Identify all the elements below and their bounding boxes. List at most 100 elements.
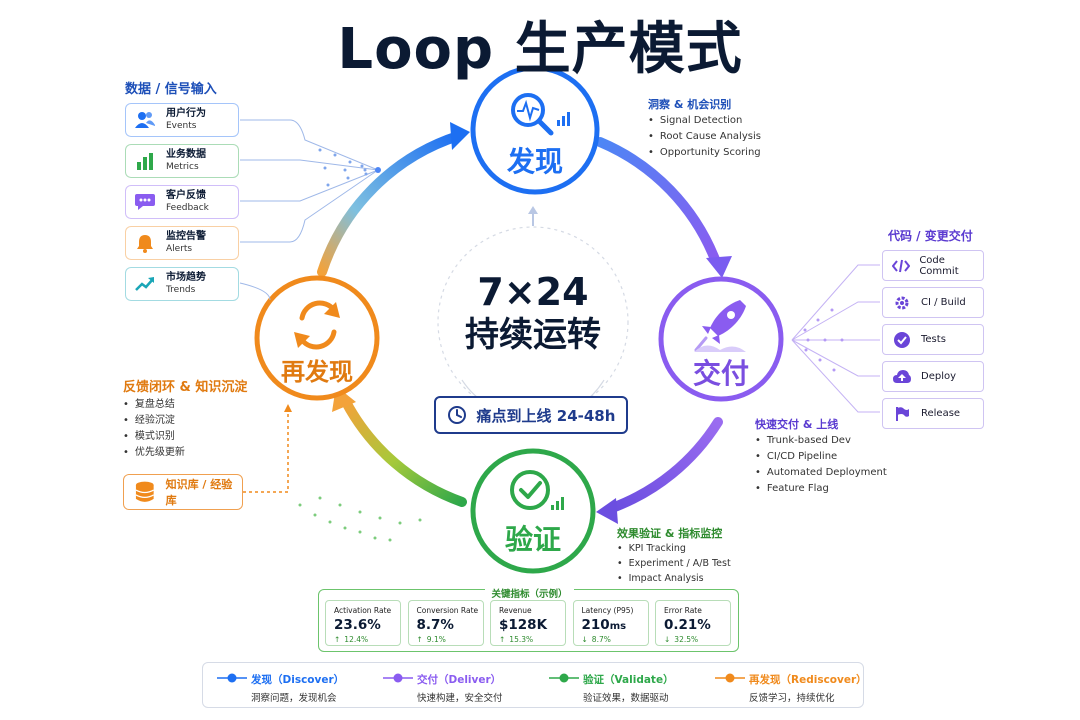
delivery-step-label: Tests	[921, 334, 946, 345]
kpi-title: 关键指标（示例）	[485, 589, 574, 600]
delivery-step-label: Release	[921, 408, 961, 419]
center-sub: 持续运转	[465, 315, 601, 355]
delivery-step-card[interactable]: Code Commit	[882, 250, 984, 281]
list-item: 模式识别	[123, 429, 185, 445]
legend-marker	[549, 673, 579, 683]
node-discover-circle	[470, 65, 600, 195]
legend-title: 交付（Deliver）	[417, 674, 502, 686]
page-title: Loop 生产模式	[337, 17, 743, 82]
kpi-card: Revenue $128K ↑15.3%	[490, 600, 566, 646]
arc-discover-to-deliver	[595, 137, 721, 267]
kpi-card: Latency (P95) 210ms ↓8.7%	[572, 600, 649, 646]
deliver-notes-title: 快速交付 & 上线	[755, 418, 839, 431]
input-card[interactable]: 客户反馈 Feedback	[125, 185, 239, 219]
legend: 发现（Discover）洞察问题，发现机会交付（Deliver）快速构建，安全交…	[202, 662, 867, 708]
node-validate-circle	[470, 448, 596, 574]
arc-rediscover-to-discover	[317, 131, 463, 277]
legend-desc: 快速构建，安全交付	[417, 693, 503, 704]
kpi-delta: ↑12.4%	[334, 635, 368, 644]
knowledge-base-label: 知识库 / 经验库	[165, 478, 233, 507]
node-deliver-label: 交付	[692, 357, 749, 390]
legend-desc: 验证效果，数据驱动	[583, 693, 669, 704]
chat-bubble-icon	[130, 187, 160, 217]
input-card-label: 用户行为	[166, 108, 206, 119]
list-item: Signal Detection	[648, 113, 761, 129]
list-item: Experiment / A/B Test	[617, 556, 731, 571]
input-dots	[318, 148, 381, 187]
delivery-step-label: CI / Build	[921, 297, 966, 308]
kpi-name: Conversion Rate	[416, 606, 479, 615]
kpi-card: Error Rate 0.21% ↓32.5%	[655, 600, 731, 646]
delivery-step-card[interactable]: Tests	[882, 324, 984, 355]
kpi-name: Latency (P95)	[581, 606, 634, 615]
input-card[interactable]: 监控告警 Alerts	[125, 226, 239, 260]
legend-marker	[715, 673, 745, 683]
input-card[interactable]: 用户行为 Events	[125, 103, 239, 137]
kpi-value-number: 8.7%	[416, 617, 454, 633]
node-rediscover-label: 再发现	[281, 358, 353, 386]
rediscover-notes-title: 反馈闭环 & 知识沉淀	[123, 380, 248, 395]
kpi-delta-value: 12.4%	[344, 635, 369, 644]
rediscover-notes-list: 复盘总结 经验沉淀 模式识别 优先级更新	[123, 397, 185, 461]
validate-notes-title: 效果验证 & 指标监控	[617, 527, 723, 540]
arrowhead-discover	[450, 122, 470, 150]
input-card-sublabel: Feedback	[166, 203, 209, 213]
refresh-icon	[294, 300, 340, 350]
center-big: 7×24	[477, 270, 589, 314]
input-card-sublabel: Trends	[166, 285, 196, 295]
delivery-step-label: Code Commit	[919, 254, 959, 277]
knowledge-base-card[interactable]: 知识库 / 经验库	[123, 474, 243, 510]
input-card-sublabel: Alerts	[166, 244, 193, 254]
rocket-icon	[694, 300, 746, 352]
input-card-label: 客户反馈	[166, 190, 206, 201]
trend-up-icon	[130, 269, 160, 299]
input-card-label: 监控告警	[166, 231, 206, 242]
kpi-delta: ↓8.7%	[582, 635, 611, 644]
kpi-delta: ↓32.5%	[664, 635, 698, 644]
kpi-delta: ↑15.3%	[499, 635, 533, 644]
code-delivery-title: 代码 / 变更交付	[888, 229, 973, 243]
list-item: Root Cause Analysis	[648, 129, 761, 145]
list-item: 经验沉淀	[123, 413, 185, 429]
kpi-value: 210ms	[582, 617, 627, 633]
input-card-sublabel: Events	[166, 121, 197, 131]
kpi-name: Revenue	[499, 606, 532, 615]
kpi-name: Error Rate	[664, 606, 702, 615]
node-deliver-circle	[658, 276, 784, 402]
kpi-delta: ↑9.1%	[417, 635, 446, 644]
list-item: 优先级更新	[123, 445, 185, 461]
kpi-card: Conversion Rate 8.7% ↑9.1%	[407, 600, 484, 646]
flag-icon	[889, 406, 915, 422]
legend-desc: 洞察问题，发现机会	[251, 693, 337, 704]
database-icon	[135, 481, 154, 502]
input-card-label: 业务数据	[166, 149, 206, 160]
clock-icon	[447, 406, 466, 424]
bell-icon	[130, 228, 160, 258]
input-connectors	[239, 119, 379, 301]
delivery-step-card[interactable]: Release	[882, 398, 984, 429]
delivery-step-card[interactable]: CI / Build	[882, 287, 984, 318]
validate-dots	[298, 496, 422, 542]
input-card[interactable]: 业务数据 Metrics	[125, 144, 239, 178]
delivery-step-card[interactable]: Deploy	[882, 361, 984, 392]
kpi-arrow: ↓	[581, 635, 588, 644]
kpi-arrow: ↑	[416, 635, 423, 644]
bar-chart-icon	[130, 146, 160, 176]
list-item: 复盘总结	[123, 397, 185, 413]
kpi-value-number: $128K	[499, 617, 548, 633]
kpi-value-number: 23.6%	[334, 617, 381, 633]
kpi-arrow: ↑	[499, 635, 506, 644]
time-pill: 痛点到上线 24-48h	[434, 396, 628, 434]
list-item: Impact Analysis	[617, 571, 731, 586]
kpi-delta-value: 8.7%	[591, 635, 611, 644]
input-card-sublabel: Metrics	[166, 162, 199, 172]
deliver-connectors	[791, 264, 880, 413]
arrowhead-deliver	[706, 256, 732, 278]
kpi-value-number: 0.21%	[664, 617, 711, 633]
kpi-arrow: ↓	[664, 635, 671, 644]
arc-deliver-to-validate	[607, 417, 723, 513]
kpi-value: 23.6%	[334, 617, 381, 633]
